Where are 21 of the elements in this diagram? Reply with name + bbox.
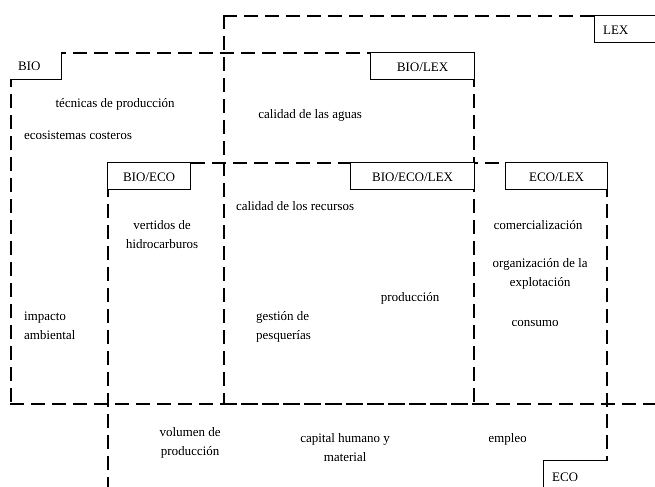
topic-text: capital humano y material [299, 429, 391, 466]
region-label: LEX [594, 15, 655, 43]
topic-text: comercialización [492, 216, 584, 234]
topic-text: vertidos de hidrocarburos [124, 216, 200, 253]
overlap-label: BIO/LEX [370, 52, 475, 80]
topic-text: volumen de producción [158, 423, 222, 460]
topic-text: calidad de las aguas [257, 105, 363, 123]
topic-text: calidad de los recursos [234, 197, 356, 215]
topic-text: organización de la explotación [491, 254, 589, 291]
region-label: ECO [543, 460, 608, 487]
overlap-label: BIO/ECO/LEX [350, 162, 475, 190]
overlap-label: BIO/ECO [107, 162, 191, 190]
topic-text: técnicas de producción [54, 94, 176, 112]
topic-text: gestión de pesquerías [256, 307, 312, 344]
topic-text: ecosistemas costeros [24, 126, 133, 144]
region-label: BIO [10, 52, 62, 80]
overlap-label: ECO/LEX [505, 162, 608, 190]
topic-text: impacto ambiental [24, 307, 76, 344]
topic-text: producción [380, 288, 440, 306]
topic-text: consumo [510, 313, 560, 331]
topic-text: empleo [487, 429, 528, 447]
